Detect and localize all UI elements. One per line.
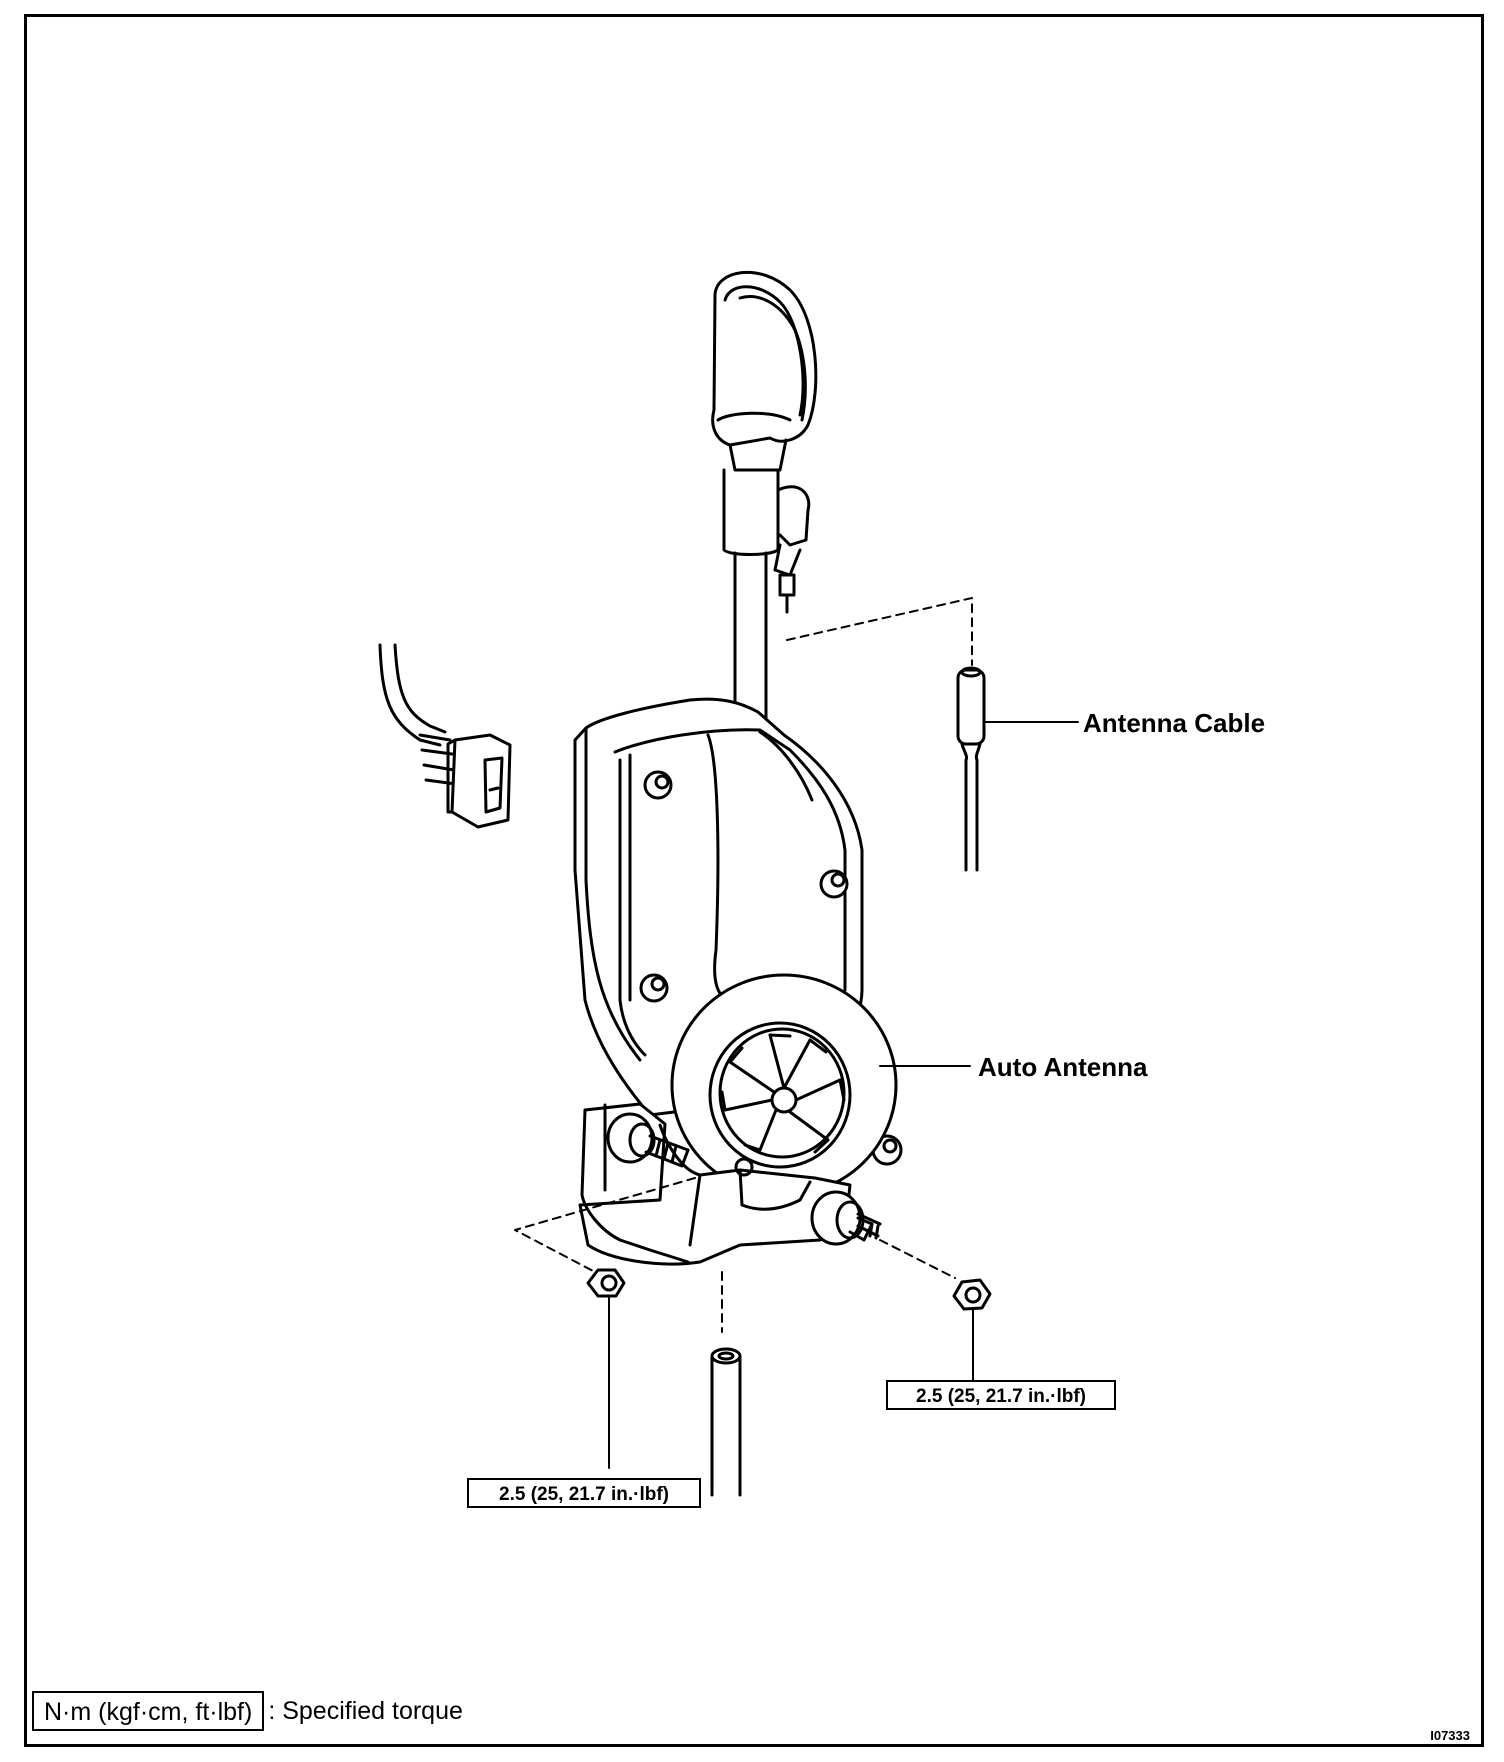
drain-tube — [710, 1347, 742, 1497]
housing-screws — [639, 770, 903, 1166]
torque-unit-box: N·m (kgf·cm, ft·lbf) — [32, 1691, 265, 1731]
guide-line-cable — [786, 597, 973, 666]
guide-line-left-nut — [514, 1177, 696, 1273]
mounting-bracket — [578, 1102, 852, 1266]
torque-legend: N·m (kgf·cm, ft·lbf) : Specified torque — [32, 1691, 463, 1731]
diagram-frame — [24, 14, 1484, 1747]
left-nut — [586, 1268, 626, 1298]
torque-legend-text: : Specified torque — [268, 1696, 463, 1725]
auto-antenna-label: Auto Antenna — [978, 1052, 1148, 1082]
left-stud — [606, 1112, 690, 1168]
antenna-bezel — [711, 270, 818, 472]
torque-spec-right: 2.5 (25, 21.7 in.·lbf) — [886, 1380, 1116, 1410]
figure-id: I07333 — [1430, 1728, 1470, 1743]
antenna-cable — [956, 666, 986, 872]
motor-drum — [670, 973, 898, 1197]
right-stud — [810, 1190, 882, 1246]
guide-line-right-nut — [879, 1239, 956, 1279]
antenna-cable-label: Antenna Cable — [1083, 708, 1266, 738]
wire-harness-connector — [378, 643, 512, 829]
antenna-mast — [722, 468, 811, 722]
torque-spec-left: 2.5 (25, 21.7 in.·lbf) — [467, 1478, 701, 1508]
right-nut — [952, 1278, 992, 1311]
